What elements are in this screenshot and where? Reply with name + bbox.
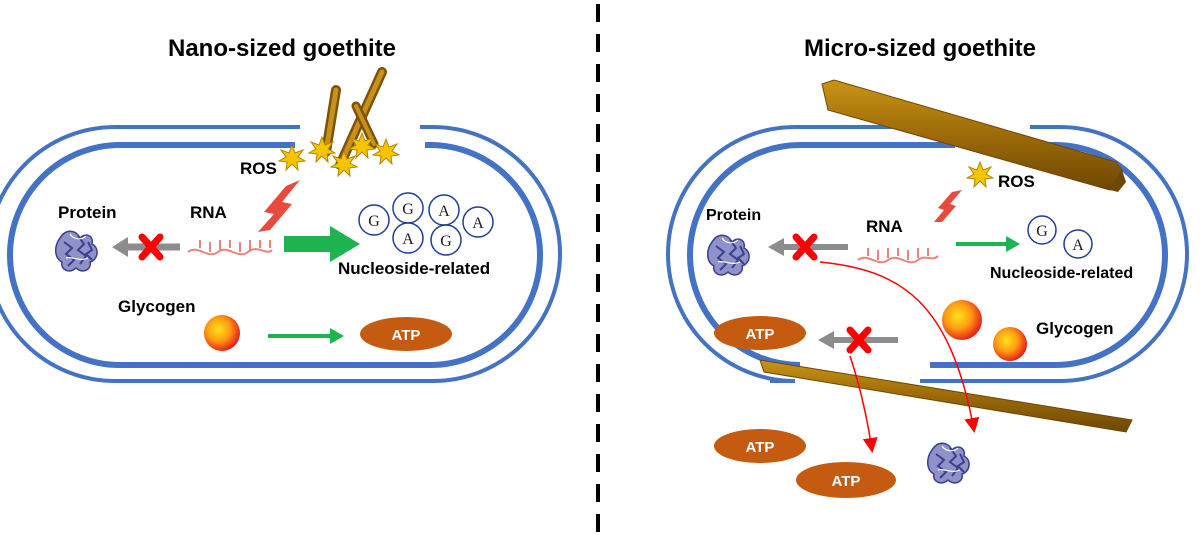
goethite-rod-icon (821, 79, 1123, 191)
svg-text:A: A (402, 231, 414, 248)
left-rna-label: RNA (190, 203, 227, 222)
right-atp-inside-label: ATP (746, 326, 775, 343)
svg-text:A: A (472, 215, 484, 232)
right-atp-leak-arrow (849, 355, 878, 453)
right-atp-out-1-label: ATP (746, 439, 775, 456)
svg-text:G: G (368, 213, 380, 230)
block-cross-icon (846, 326, 872, 354)
right-goethite-rod-top (821, 79, 1126, 192)
right-nucleoside-label: Nucleoside-related (990, 265, 1133, 282)
protein-icon (926, 442, 971, 484)
right-glycogen-label: Glycogen (1036, 319, 1113, 338)
right-glycogen-to-atp-blocked-arrow (818, 326, 898, 354)
glycogen-sphere-icon (942, 300, 982, 340)
right-rna-label: RNA (866, 217, 903, 236)
ros-burst-icon (307, 135, 337, 164)
right-title: Micro-sized goethite (804, 35, 1036, 62)
right-protein-label: Protein (706, 207, 761, 224)
goethite-rod-icon (759, 359, 1133, 433)
left-title: Nano-sized goethite (168, 35, 396, 62)
right-rna-to-nucleoside-arrow (956, 236, 1020, 252)
left-goethite-rods (321, 67, 387, 170)
svg-text:G: G (1036, 223, 1048, 240)
lightning-bolt-icon (258, 180, 300, 232)
ros-burst-icon (371, 137, 401, 166)
right-nucleoside-circles: G A (1027, 215, 1093, 259)
right-protein-leak-arrow (819, 261, 980, 433)
block-cross-icon (138, 233, 164, 261)
right-protein-blocked-arrow (768, 233, 848, 261)
ros-burst-icon (347, 131, 377, 160)
svg-text:G: G (402, 201, 414, 218)
ros-burst-icon (965, 160, 995, 189)
left-atp-label: ATP (392, 327, 421, 344)
right-goethite-rod-bottom (759, 359, 1133, 433)
left-atp-ellipse (360, 317, 452, 351)
right-atp-inside-ellipse (714, 316, 806, 350)
left-glycogen-to-atp-arrow (268, 328, 344, 344)
left-ros-label: ROS (240, 159, 277, 178)
lightning-bolt-icon (934, 190, 962, 222)
protein-icon (706, 234, 751, 276)
ros-burst-icon (329, 149, 359, 178)
ros-burst-icon (277, 143, 307, 172)
right-ros-label: ROS (998, 172, 1035, 191)
glycogen-sphere-icon (993, 327, 1027, 361)
right-cell-envelope (666, 125, 1189, 383)
right-atp-out-2-label: ATP (832, 473, 861, 490)
right-atp-out-1-ellipse (714, 429, 806, 463)
block-cross-icon (792, 233, 818, 261)
svg-text:A: A (438, 203, 450, 220)
left-rna-to-nucleoside-arrow (284, 226, 360, 262)
right-atp-out-2-ellipse (796, 462, 896, 498)
left-protein-blocked-arrow (112, 233, 180, 261)
left-cell-envelope (0, 125, 562, 383)
protein-icon (54, 230, 99, 272)
svg-text:A: A (1072, 237, 1084, 254)
glycogen-sphere-icon (204, 315, 240, 351)
rna-strand-icon (187, 240, 273, 256)
svg-text:G: G (440, 233, 452, 250)
left-protein-label: Protein (58, 203, 117, 222)
rna-strand-icon (857, 248, 939, 264)
left-nucleoside-label: Nucleoside-related (338, 259, 490, 278)
left-ros-bursts (277, 131, 401, 178)
left-glycogen-label: Glycogen (118, 297, 195, 316)
left-nucleoside-circles: G G A A A G (358, 192, 494, 256)
